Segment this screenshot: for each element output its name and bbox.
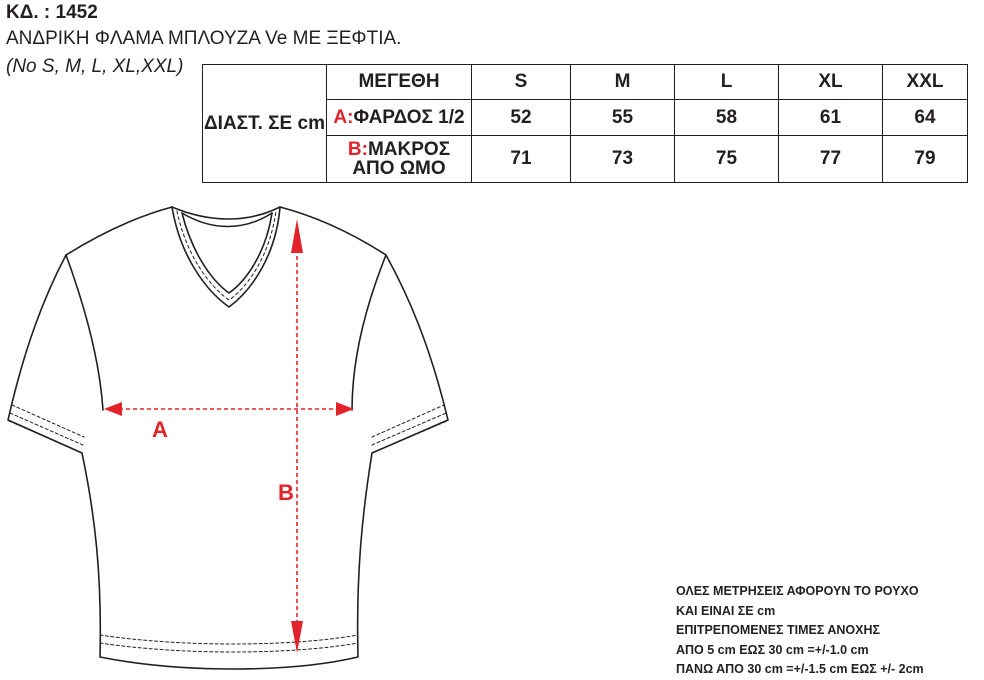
sizes-heading: ΜΕΓΕΘΗ [326, 64, 472, 100]
note-line: ΕΠΙΤΡΕΠΟΜΕΝΕΣ ΤΙΜΕΣ ΑΝΟΧΗΣ [676, 623, 880, 637]
shirt-outline [7, 206, 449, 670]
left-armhole-seam [65, 254, 104, 411]
left-sleeve-hem [8, 404, 85, 454]
right-sleeve-hem [371, 404, 448, 454]
collar-outer [171, 206, 281, 308]
size-header-m: M [570, 64, 675, 100]
note-line: ΠΑΝΩ ΑΠΟ 30 cm =+/-1.5 cm ΕΩΣ +/- 2cm [676, 662, 924, 676]
product-title: ΑΝΔΡΙΚΗ ΦΛΑΜΑ ΜΠΛΟΥΖΑ Ve ΜΕ ΞΕΦΤΙΑ. [6, 28, 402, 49]
collar-stitch [176, 210, 277, 301]
right-armhole-seam [351, 254, 387, 411]
size-header-s: S [471, 64, 571, 100]
size-header-xxl: XXL [882, 64, 968, 100]
measurement-b [291, 219, 303, 653]
size-table: ΔΙΑΣΤ. ΣΕ cm ΜΕΓΕΘΗ S M L XL XXL A:ΦΑΡΔΟ… [202, 64, 968, 183]
row-text-length: ΜΑΚΡΟΣ ΑΠΟ ΩΜΟ [352, 139, 451, 179]
table-row-width: A:ΦΑΡΔΟΣ 1/2 52 55 58 61 64 [203, 99, 968, 136]
dimension-label: ΔΙΑΣΤ. ΣΕ cm [202, 64, 327, 183]
cell-width-l: 58 [674, 99, 779, 136]
cell-length-xl: 77 [778, 135, 883, 183]
size-header-xl: XL [778, 64, 883, 100]
label-a: A [152, 417, 168, 442]
row-letter-b: B: [347, 139, 368, 160]
bottom-hem [99, 634, 359, 653]
cell-width-s: 52 [471, 99, 571, 136]
row-label-length: B:ΜΑΚΡΟΣ ΑΠΟ ΩΜΟ [326, 135, 472, 183]
cell-width-xl: 61 [778, 99, 883, 136]
tshirt-diagram: A B [7, 206, 449, 670]
row-text-width: ΦΑΡΔΟΣ 1/2 [353, 107, 465, 128]
row-letter-a: A: [333, 107, 354, 128]
available-sizes-note: (No S, M, L, XL,XXL) [6, 56, 184, 77]
cell-length-xxl: 79 [882, 135, 968, 183]
collar-back [171, 206, 281, 220]
product-code: ΚΔ. : 1452 [6, 2, 98, 23]
cell-length-s: 71 [471, 135, 571, 183]
cell-width-xxl: 64 [882, 99, 968, 136]
note-line: ΑΠΟ 5 cm ΕΩΣ 30 cm =+/-1.0 cm [676, 642, 869, 657]
size-header-row: ΔΙΑΣΤ. ΣΕ cm ΜΕΓΕΘΗ S M L XL XXL [202, 64, 968, 183]
table-row-length: B:ΜΑΚΡΟΣ ΑΠΟ ΩΜΟ 71 73 75 77 79 [203, 135, 968, 183]
measurement-notes: ΟΛΕΣ ΜΕΤΡΗΣΕΙΣ ΑΦΟΡΟΥΝ ΤΟ ΡΟΥΧΟ ΚΑΙ ΕΙΝΑ… [676, 582, 924, 680]
cell-length-m: 73 [570, 135, 675, 183]
measurement-a [104, 402, 354, 416]
cell-length-l: 75 [674, 135, 779, 183]
collar-back-inner [181, 212, 273, 228]
note-line: ΟΛΕΣ ΜΕΤΡΗΣΕΙΣ ΑΦΟΡΟΥΝ ΤΟ ΡΟΥΧΟ [676, 584, 919, 598]
row-label-width: A:ΦΑΡΔΟΣ 1/2 [326, 99, 472, 136]
collar-inner [181, 212, 273, 294]
size-header-l: L [674, 64, 779, 100]
note-line: ΚΑΙ ΕΙΝΑΙ ΣΕ cm [676, 603, 776, 618]
label-b: B [278, 480, 294, 505]
cell-width-m: 55 [570, 99, 675, 136]
